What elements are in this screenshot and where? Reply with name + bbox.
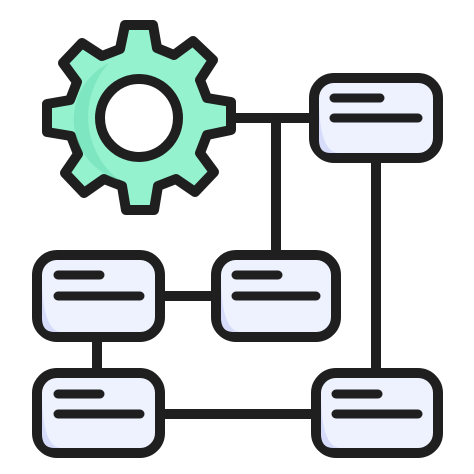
gear-hole	[95, 74, 183, 162]
node-middle-center	[211, 250, 341, 342]
gear-icon	[42, 20, 236, 215]
node-bottom-right	[311, 368, 443, 458]
node-bottom-left	[32, 368, 165, 458]
node-middle-left	[32, 250, 165, 342]
connector-lines	[92, 113, 381, 419]
gear-shade	[73, 63, 119, 180]
node-top-right	[309, 73, 443, 163]
